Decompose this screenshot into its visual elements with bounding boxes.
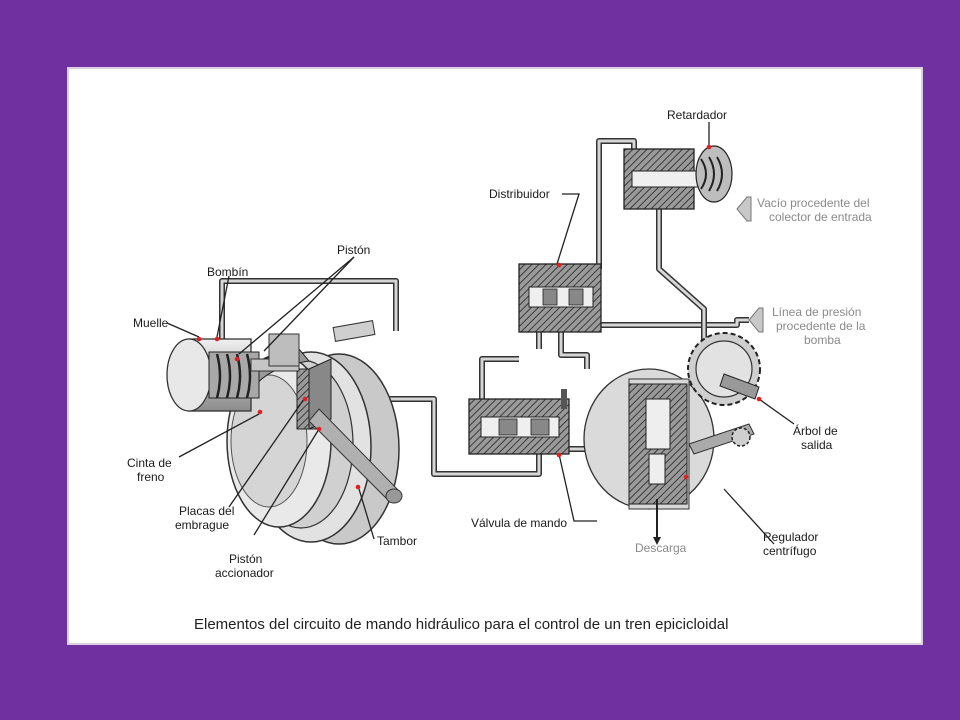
label-muelle: Muelle xyxy=(133,316,169,330)
label-regulador-1: Regulador xyxy=(763,530,818,544)
label-placas-2: embrague xyxy=(175,518,229,532)
pipes xyxy=(219,138,749,477)
label-bombin: Bombín xyxy=(207,265,248,279)
retarder xyxy=(623,145,733,210)
diagram-panel: Retardador Distribuidor Vacío procedente… xyxy=(67,67,923,645)
brake-cylinder xyxy=(166,320,376,412)
pressure-arrow-icon xyxy=(748,307,764,333)
label-linea-1: Línea de presión xyxy=(772,305,861,319)
label-regulador-2: centrífugo xyxy=(763,544,817,558)
control-valve xyxy=(468,389,570,455)
markers xyxy=(196,144,762,490)
centrifugal-governor xyxy=(583,368,755,545)
vacuum-arrow-icon xyxy=(736,196,752,222)
output-gear xyxy=(687,332,761,447)
label-piston-acc-1: Pistón xyxy=(229,552,262,566)
diagram-caption: Elementos del circuito de mando hidráuli… xyxy=(194,616,728,633)
label-piston-acc-2: accionador xyxy=(215,566,274,580)
label-linea-3: bomba xyxy=(804,333,841,347)
label-valvula: Válvula de mando xyxy=(471,516,567,530)
label-vacio-1: Vacío procedente del xyxy=(757,196,870,210)
label-placas-1: Placas del xyxy=(179,504,234,518)
leader-lines xyxy=(166,122,795,545)
hydraulic-circuit-diagram: Retardador Distribuidor Vacío procedente… xyxy=(127,108,872,633)
label-cinta-1: Cinta de xyxy=(127,456,172,470)
label-tambor: Tambor xyxy=(377,534,417,548)
distributor xyxy=(518,263,602,333)
label-linea-2: procedente de la xyxy=(776,319,866,333)
label-arbol-1: Árbol de xyxy=(793,423,838,438)
label-piston: Pistón xyxy=(337,243,370,257)
drum-assembly xyxy=(226,348,403,545)
label-retardador: Retardador xyxy=(667,108,727,122)
label-descarga: Descarga xyxy=(635,541,687,555)
label-vacio-2: colector de entrada xyxy=(769,210,872,224)
label-arbol-2: salida xyxy=(801,438,833,452)
label-cinta-2: freno xyxy=(137,470,165,484)
label-distribuidor: Distribuidor xyxy=(489,187,550,201)
